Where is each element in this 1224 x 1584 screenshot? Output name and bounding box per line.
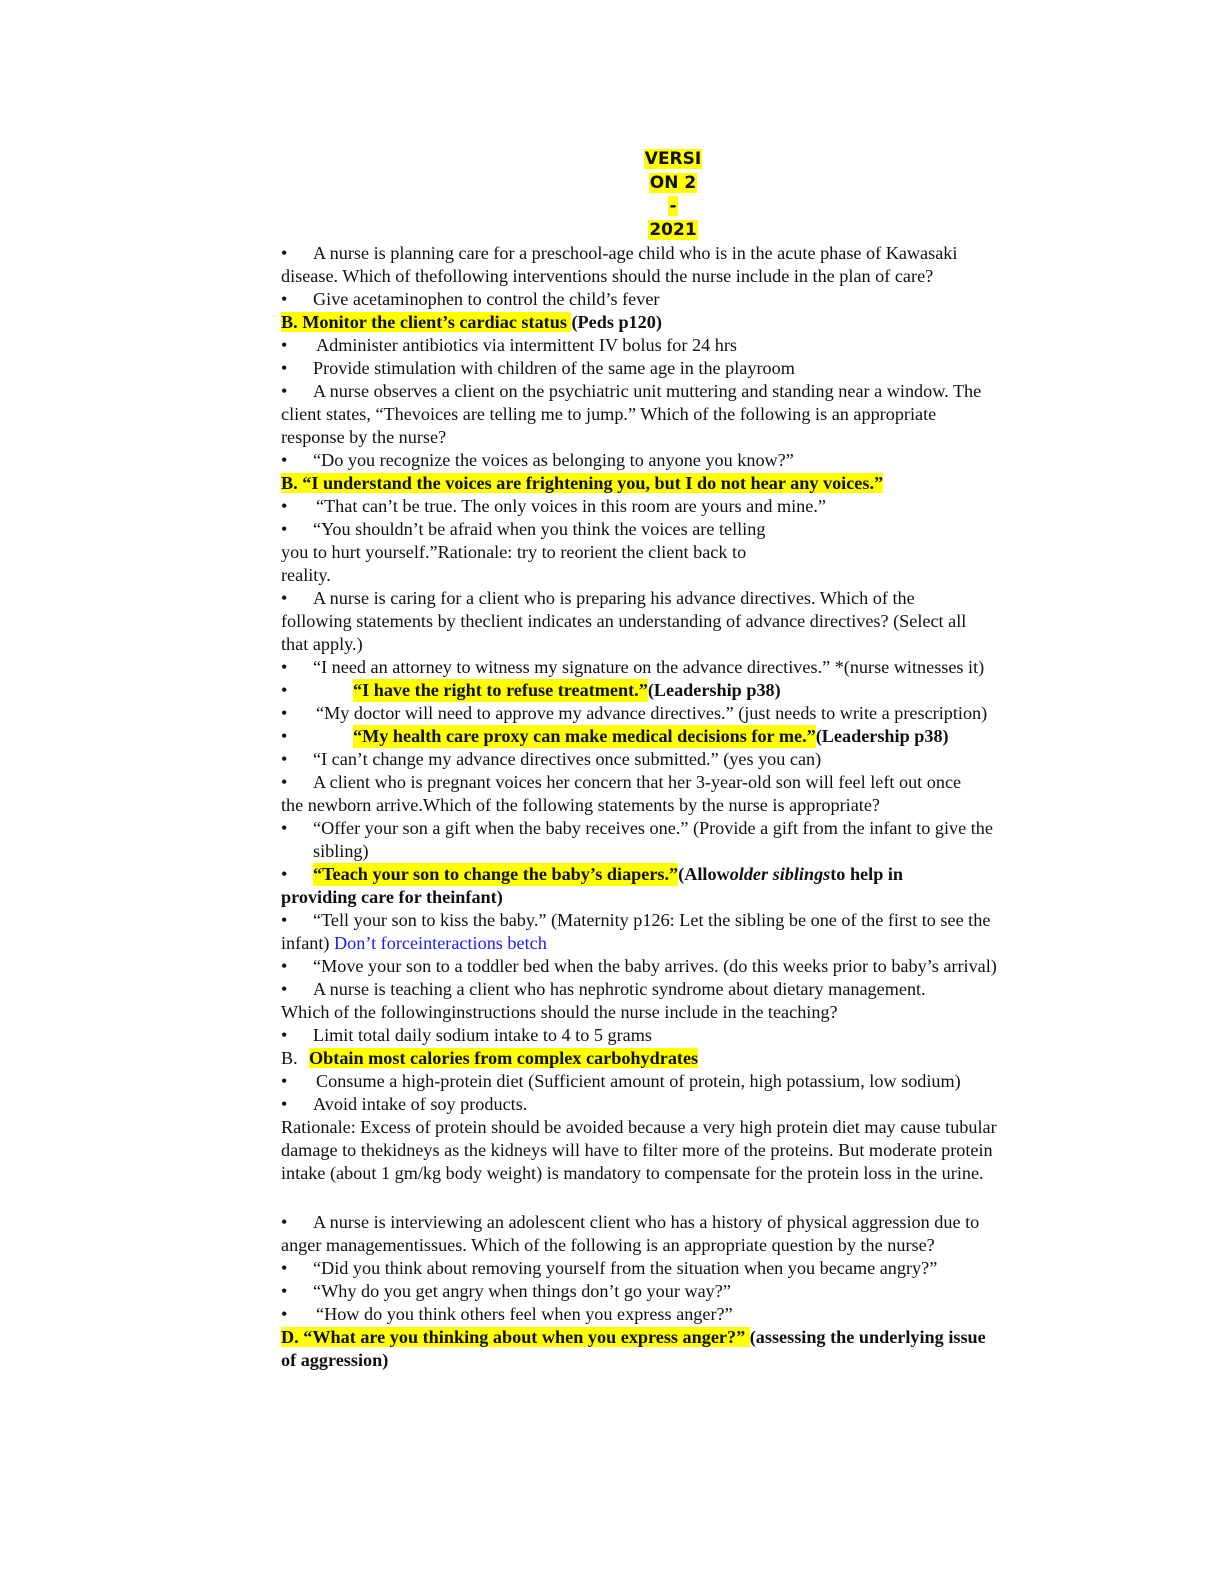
q4-option-3: •“Tell your son to kiss the baby.” (Mate… [281,910,991,930]
title-line-1: VERSI [643,149,703,169]
title-line-3: - [668,196,678,216]
q5-answer: B. Obtain most calories from complex car… [281,1048,699,1068]
q3-stem-cont-1: following statements by theclient indica… [281,611,967,631]
q6-option-3: •“How do you think others feel when you … [281,1304,733,1324]
q5-option-4: •Avoid intake of soy products. [281,1094,528,1114]
q2-stem-cont-2: response by the nurse? [281,427,447,447]
q2-option-1: •“Do you recognize the voices as belongi… [281,450,794,470]
q5-rationale-1: Rationale: Excess of protein should be a… [281,1117,997,1137]
q3-option-2-answer: •“I have the right to refuse treatment.”… [281,679,781,702]
q6-answer: D. “What are you thinking about when you… [281,1327,986,1347]
q5-rationale-3: intake (about 1 gm/kg body weight) is ma… [281,1163,984,1183]
title-line-4: 2021 [648,219,698,240]
q1-option-4: •Provide stimulation with children of th… [281,358,795,378]
q2-option-3: •“That can’t be true. The only voices in… [281,496,826,516]
q5-option-3: •Consume a high-protein diet (Sufficient… [281,1071,961,1091]
q6-option-1: •“Did you think about removing yourself … [281,1258,938,1278]
q3-option-1: •“I need an attorney to witness my signa… [281,657,985,677]
q4-stem-cont: the newborn arrive.Which of the followin… [281,795,880,815]
q1-stem: •A nurse is planning care for a preschoo… [281,243,958,263]
q5-stem: •A nurse is teaching a client who has ne… [281,979,926,999]
q4-option-2-cont: providing care for theinfant) [281,887,503,907]
q2-stem-cont-1: client states, “Thevoices are telling me… [281,404,937,424]
q5-option-1: •Limit total daily sodium intake to 4 to… [281,1025,652,1045]
q6-stem: •A nurse is interviewing an adolescent c… [281,1212,980,1232]
q5-stem-cont: Which of the followinginstructions shoul… [281,1002,838,1022]
q2-option-4-cont-2: reality. [281,565,331,585]
q6-stem-cont: anger managementissues. Which of the fol… [281,1235,935,1255]
document-page: VERSI ON 2 - 2021 •A nurse is planning c… [281,148,1071,1372]
q3-option-4-answer: •“My health care proxy can make medical … [281,725,949,748]
q3-stem: •A nurse is caring for a client who is p… [281,588,915,608]
q3-option-3: •“My doctor will need to approve my adva… [281,703,988,723]
q4-option-3-cont: infant) Don’t forceinteractions betch [281,933,547,953]
q3-stem-cont-2: that apply.) [281,634,363,654]
q4-option-1: •“Offer your son a gift when the baby re… [281,818,993,838]
title-line-2: ON 2 [648,172,698,193]
q2-option-4-cont-1: you to hurt yourself.”Rationale: try to … [281,542,747,562]
q1-stem-cont: disease. Which of thefollowing intervent… [281,266,934,286]
q6-answer-cont: of aggression) [281,1350,389,1370]
q4-option-4: •“Move your son to a toddler bed when th… [281,956,997,976]
q4-stem: •A client who is pregnant voices her con… [281,772,962,792]
document-title: VERSI ON 2 - 2021 [643,148,703,242]
q1-answer: B. Monitor the client’s cardiac status (… [281,312,662,332]
q4-option-2-answer: •“Teach your son to change the baby’s di… [281,863,904,886]
q2-stem: •A nurse observes a client on the psychi… [281,381,982,401]
q6-option-2: •“Why do you get angry when things don’t… [281,1281,731,1301]
q1-option-1: •Give acetaminophen to control the child… [281,289,660,309]
q5-rationale-2: damage to thekidneys as the kidneys will… [281,1140,993,1160]
q3-option-5: •“I can’t change my advance directives o… [281,749,822,769]
q2-answer: B. “I understand the voices are frighten… [281,473,884,493]
q1-option-3: •Administer antibiotics via intermittent… [281,335,737,355]
q2-option-4: •“You shouldn’t be afraid when you think… [281,519,766,539]
q4-option-1-cont: sibling) [313,841,369,861]
